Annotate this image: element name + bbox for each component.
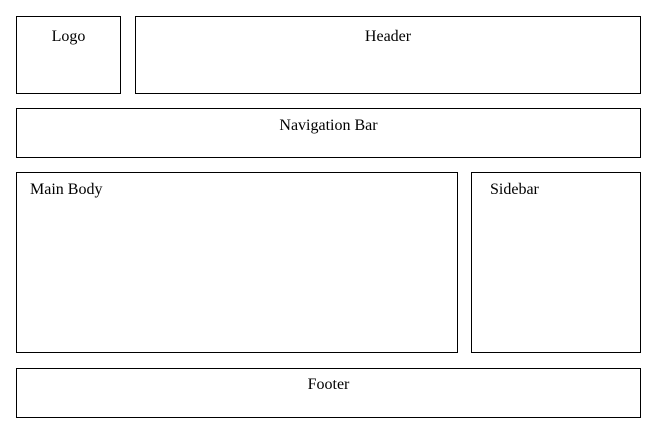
navigation-bar-region: Navigation Bar: [16, 108, 641, 158]
main-body-label: Main Body: [30, 181, 103, 198]
footer-label: Footer: [307, 376, 350, 393]
header-region: Header: [135, 16, 641, 94]
logo-region: Logo: [16, 16, 121, 94]
header-label: Header: [364, 28, 412, 45]
sidebar-label: Sidebar: [490, 181, 539, 198]
main-body-region: Main Body: [16, 172, 458, 353]
navigation-bar-label: Navigation Bar: [279, 117, 378, 134]
logo-label: Logo: [51, 28, 86, 45]
sidebar-region: Sidebar: [471, 172, 641, 353]
footer-region: Footer: [16, 368, 641, 418]
